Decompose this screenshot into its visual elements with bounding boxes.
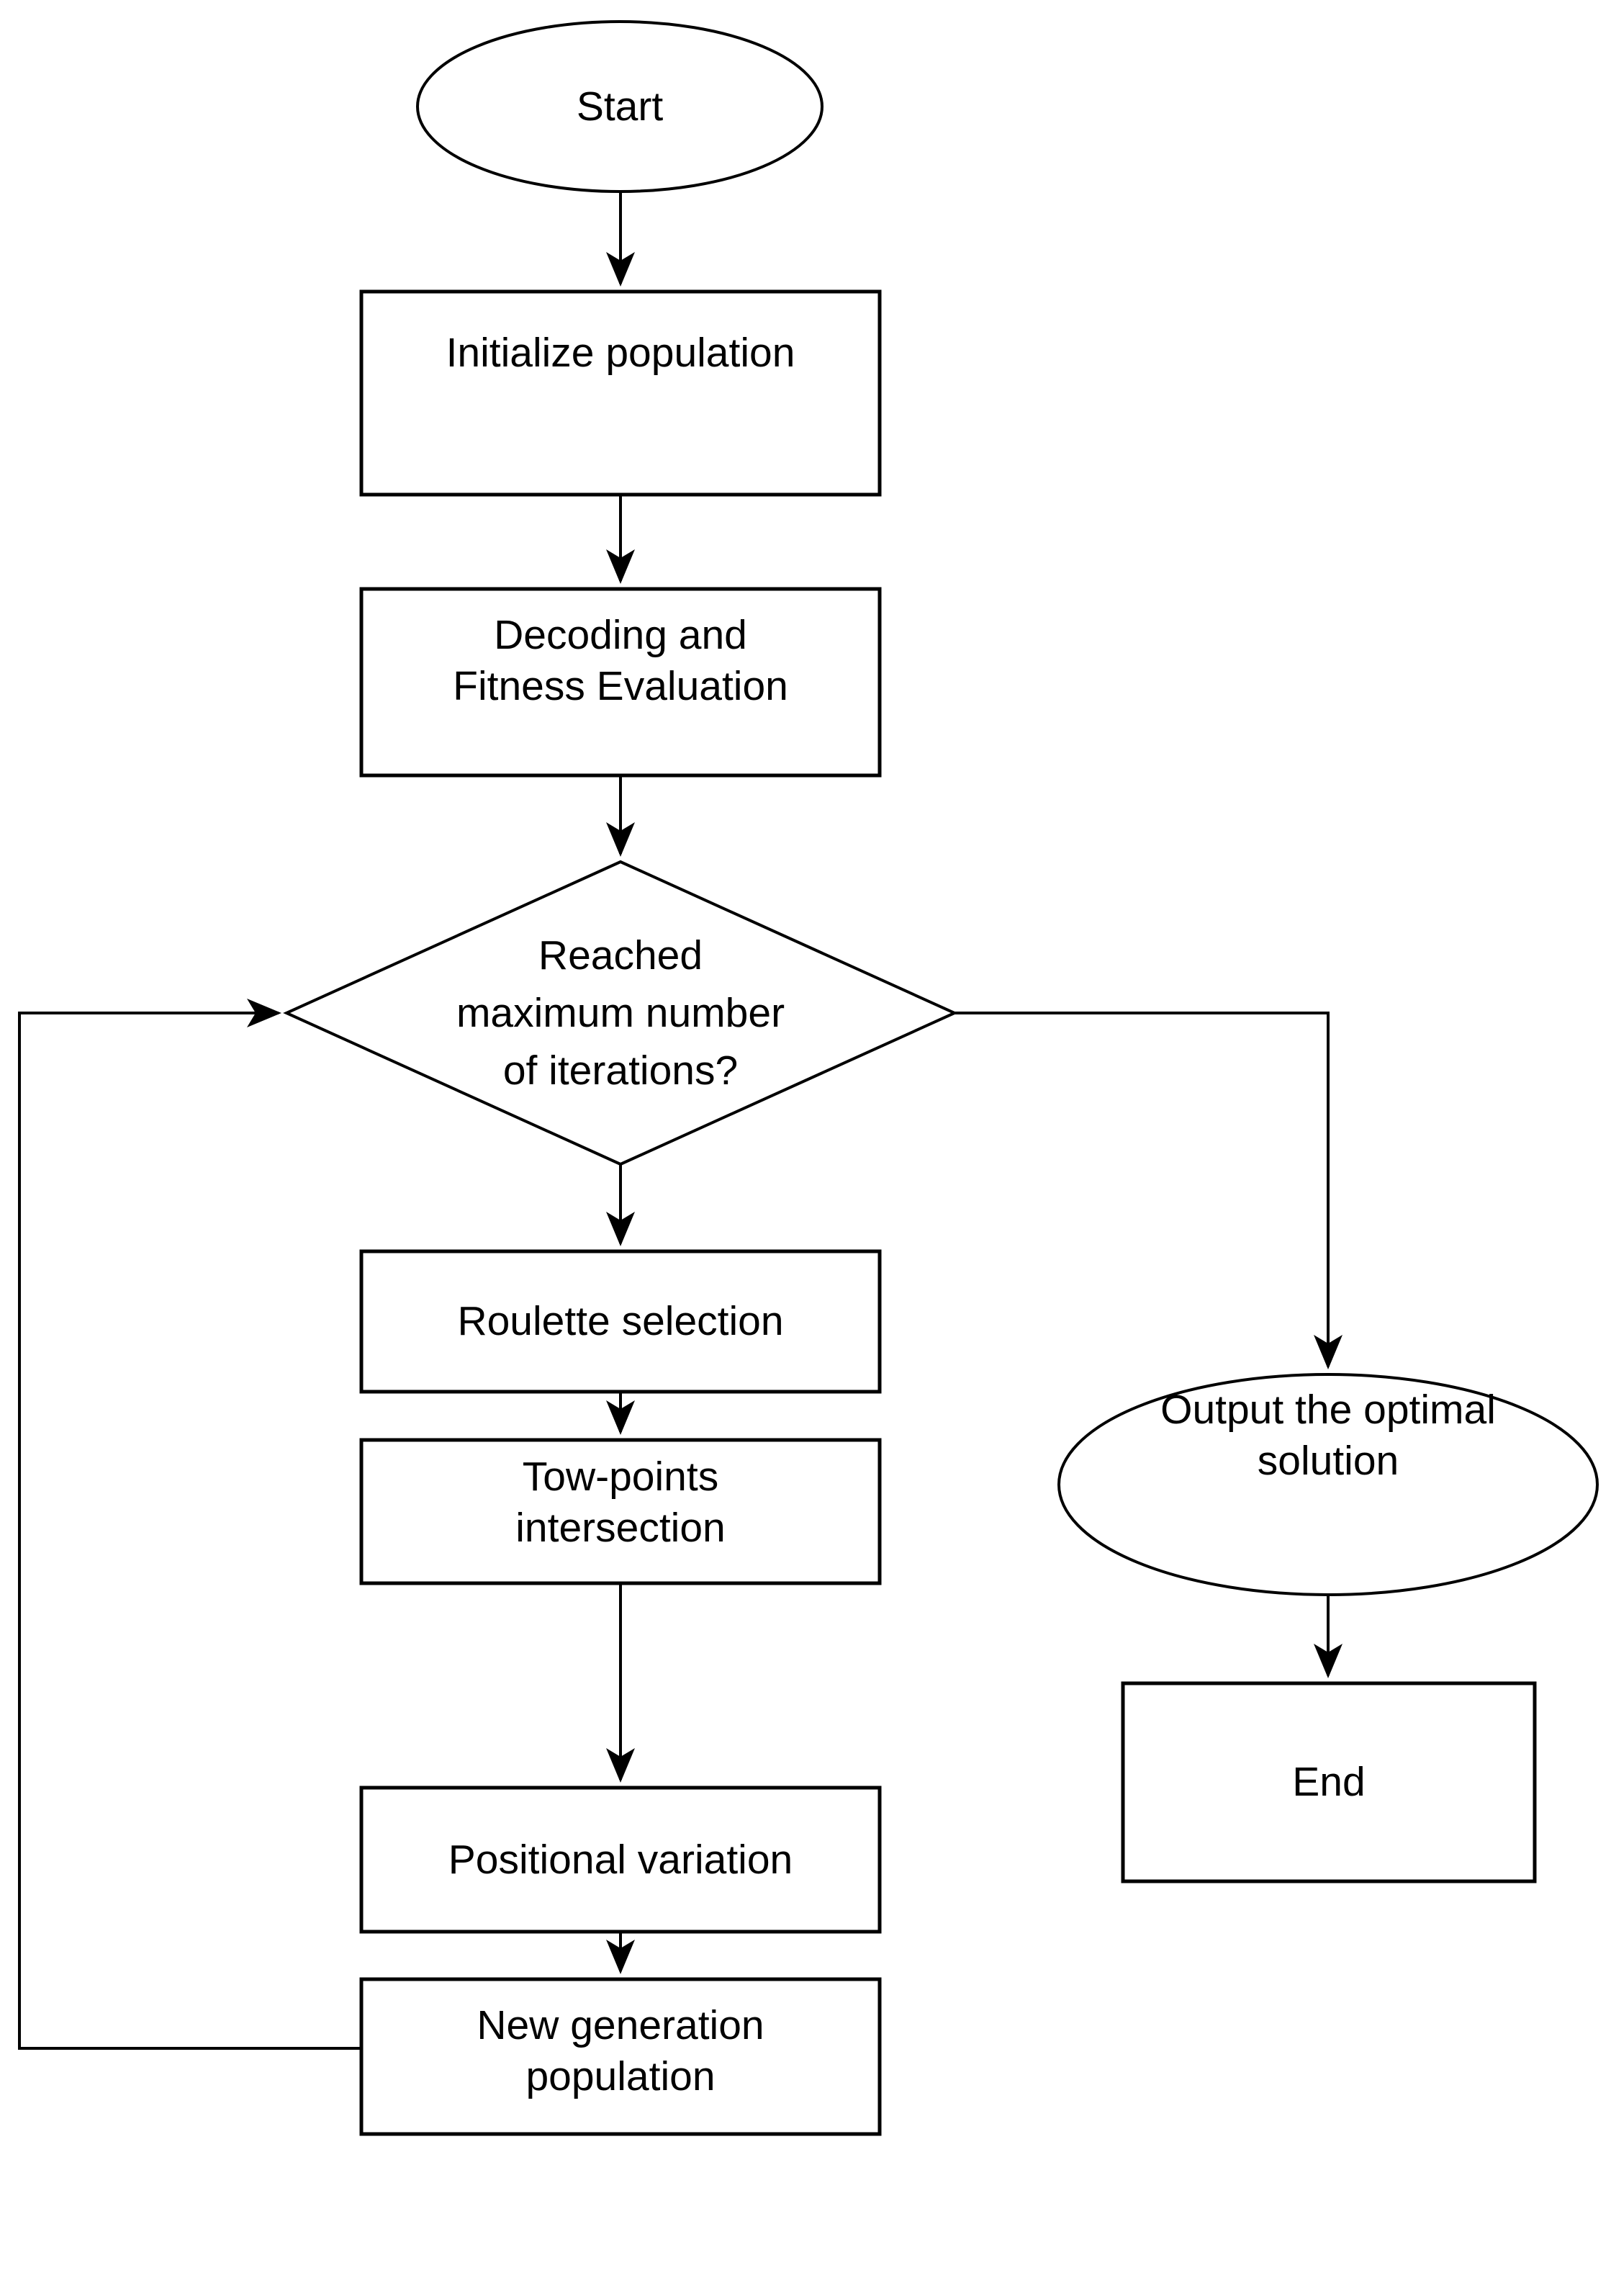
end-box-shape	[1121, 1681, 1537, 1883]
decoding-fitness-box-shape	[359, 587, 882, 778]
start-ellipse-shape	[416, 20, 823, 193]
tow-points-box-shape	[359, 1438, 882, 1585]
max-iterations-diamond-shape	[283, 860, 958, 1166]
edge-new-generation-to-iterations	[18, 999, 361, 2050]
edge-iterations-to-output	[955, 1012, 1342, 1369]
initialize-population-box-shape	[359, 289, 882, 497]
roulette-selection-box-shape	[359, 1249, 882, 1394]
new-generation-box-shape	[359, 1977, 882, 2136]
positional-variation-box-shape	[359, 1786, 882, 1934]
output-ellipse-shape	[1057, 1373, 1599, 1596]
